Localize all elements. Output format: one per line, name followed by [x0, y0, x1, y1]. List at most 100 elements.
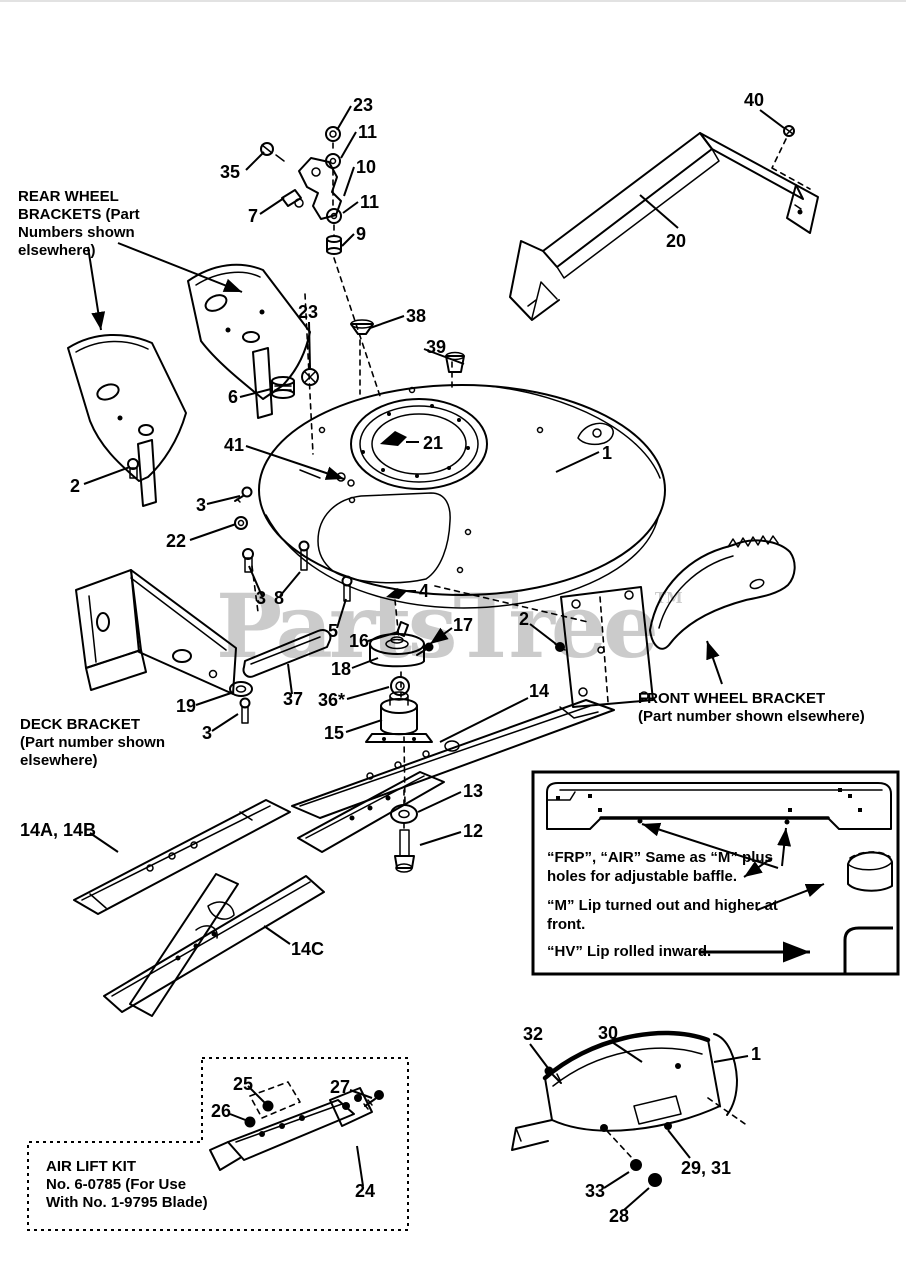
hv-lip-profile-drawing	[843, 926, 893, 974]
callout-leader-16	[367, 631, 399, 642]
callout-9: 9	[356, 224, 366, 244]
callout-26: 26	[211, 1101, 231, 1121]
air-lift-kit-note: AIR LIFT KIT No. 6-0785 (For Use With No…	[46, 1158, 208, 1212]
callout-19: 19	[176, 696, 196, 716]
callout-14: 14	[529, 681, 549, 701]
callout-17: 17	[453, 615, 473, 635]
rear-baffle-20-drawing	[509, 125, 819, 321]
blades-group	[73, 699, 615, 1017]
note-line: BRACKETS (Part	[18, 206, 140, 223]
callout-leader-24	[356, 1145, 364, 1187]
callout-11a: 11	[358, 122, 377, 142]
callout-1a: 1	[602, 443, 612, 463]
rear-wheel-brackets-note: REAR WHEEL BRACKETS (Part Numbers shown …	[18, 188, 140, 260]
note-line: Numbers shown	[18, 224, 135, 241]
callout-36: 36*	[318, 690, 345, 710]
callout-leader-38	[369, 315, 405, 329]
callout-leader-2931	[667, 1129, 691, 1159]
callout-12: 12	[463, 821, 483, 841]
info-box-baffle-drawing	[546, 782, 892, 830]
baffle-note-pointer	[743, 857, 773, 878]
callout-35: 35	[220, 162, 240, 182]
callout-25: 25	[233, 1074, 253, 1094]
callout-leader-39	[423, 348, 465, 365]
note-line: (Part number shown	[20, 734, 166, 751]
callout-28: 28	[609, 1206, 629, 1226]
deck-bracket-drawing	[75, 569, 237, 695]
info-box-border	[531, 770, 900, 976]
callout-leader-41	[245, 445, 345, 480]
callout-leader-25	[247, 1085, 267, 1105]
rear-bracket-arrow-right	[117, 242, 243, 293]
callout-16: 16	[349, 631, 369, 651]
callout-5: 5	[328, 621, 338, 641]
note-line: No. 6-0785 (For Use	[46, 1176, 187, 1193]
note-line: (Part number shown elsewhere)	[638, 708, 865, 725]
callout-leader-27	[349, 1089, 373, 1099]
callout-4: 4	[419, 581, 429, 601]
callout-leader-3a	[206, 495, 241, 505]
callout-leader-22	[189, 523, 237, 541]
callout-leader-14c	[263, 925, 291, 945]
callout-leader-2a	[83, 466, 131, 485]
callout-leader-3b	[248, 565, 263, 597]
callout-2a: 2	[70, 476, 80, 496]
callout-leader-18	[351, 657, 379, 669]
callout-20: 20	[666, 231, 686, 251]
callout-leader-33	[603, 1171, 630, 1189]
callout-leader-26	[229, 1113, 249, 1122]
front-wheel-bracket-note: FRONT WHEEL BRACKET (Part number shown e…	[638, 690, 865, 726]
callout-7: 7	[248, 206, 258, 226]
callout-11b: 11	[360, 192, 379, 212]
callout-39: 39	[426, 337, 446, 357]
callout-leader-12	[419, 831, 462, 846]
callout-10: 10	[356, 157, 376, 177]
callout-33: 33	[585, 1181, 605, 1201]
baffle-hole-pointer-right	[777, 827, 792, 867]
callout-leader-10	[343, 166, 355, 197]
callout-leader-9	[341, 233, 355, 247]
callout-leader-23a	[336, 105, 352, 131]
callout-leader-13	[417, 791, 462, 813]
callout-21: 21	[423, 433, 443, 453]
deck-mount-hardware-group	[234, 486, 406, 602]
top-hardware-group	[260, 126, 381, 397]
clip-21-icon	[380, 431, 407, 446]
watermark: PartsTreeTM	[216, 582, 683, 670]
callout-leader-30	[611, 1041, 643, 1063]
air-lift-kit-drawing	[27, 1057, 409, 1231]
callout-27: 27	[330, 1077, 350, 1097]
callout-leader-28	[623, 1187, 650, 1211]
rear-wheel-brackets-drawing	[67, 263, 311, 507]
callout-leader-37	[287, 663, 293, 695]
callout-37: 37	[283, 689, 303, 709]
callout-leader-35	[245, 151, 265, 171]
deck-housing-drawing	[251, 293, 666, 807]
note-line: elsewhere)	[20, 752, 98, 769]
note-line: elsewhere)	[18, 242, 96, 259]
info-note-m-lip: “M” Lip turned out and higher at front.	[547, 897, 778, 933]
callout-leader-7	[259, 197, 285, 215]
callout-leader-5	[336, 598, 347, 629]
air-lift-kit-outline	[27, 1057, 409, 1231]
callout-24: 24	[355, 1181, 375, 1201]
callout-14ab: 14A, 14B	[20, 820, 96, 840]
note-line: REAR WHEEL	[18, 188, 119, 205]
callout-23b: 23	[298, 302, 318, 322]
callout-3c: 3	[202, 723, 212, 743]
note-line: FRONT WHEEL BRACKET	[638, 690, 826, 707]
baffle-info-box	[531, 770, 900, 976]
callout-leader-1a	[555, 451, 600, 473]
watermark-text: PartsTree	[216, 574, 659, 678]
callout-2b: 2	[519, 609, 529, 629]
note-line: AIR LIFT KIT	[46, 1158, 136, 1175]
callout-leader-3c	[211, 713, 239, 732]
callout-3a: 3	[196, 495, 206, 515]
callout-13: 13	[463, 781, 483, 801]
callout-18: 18	[331, 659, 351, 679]
annotation-arrows-group	[87, 242, 825, 963]
info-note-frp-air: “FRP”, “AIR” Same as “M” plus holes for …	[547, 849, 773, 885]
